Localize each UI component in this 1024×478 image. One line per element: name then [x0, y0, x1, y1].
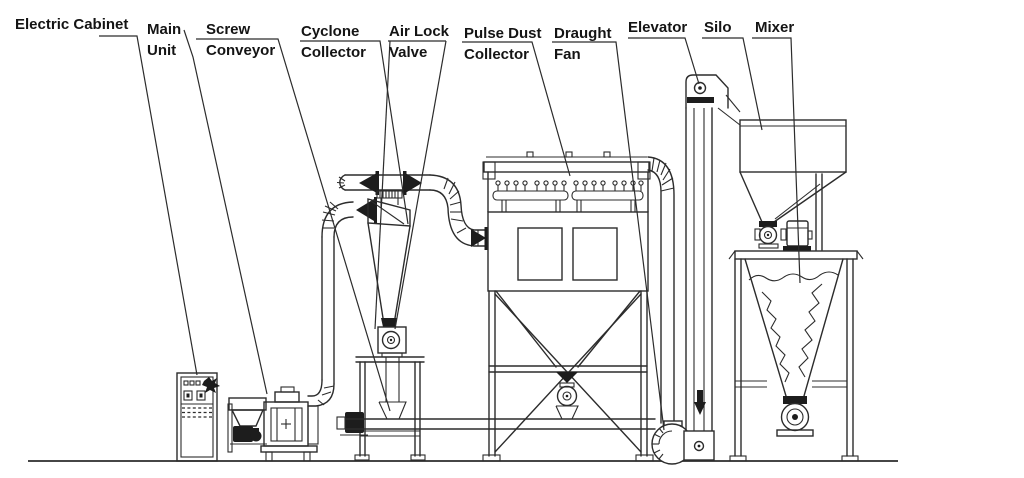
silo-drawing: [739, 119, 847, 251]
label-line: Electric Cabinet: [15, 16, 129, 33]
leader-screw-conveyor: [196, 38, 391, 412]
label-elevator: Elevator: [628, 17, 687, 38]
label-line: Silo: [704, 19, 732, 36]
mixing-screw: [798, 283, 823, 378]
screw-conveyor-motor: [345, 412, 364, 433]
leader-pulse-dust-collector: [462, 41, 571, 177]
cyclone-collector-drawing: [367, 198, 411, 327]
flow-arrow-icon: [471, 229, 486, 247]
label-air-lock-valve: Air Lock Valve: [389, 21, 449, 63]
leader-lines: [99, 29, 801, 431]
label-silo: Silo: [704, 17, 732, 38]
flow-arrow-icon: [359, 173, 376, 193]
cabinet-emblem: [202, 377, 220, 393]
leader-silo: [702, 37, 763, 131]
pulse-valves: [495, 180, 644, 192]
screw-conveyor-drawing: [336, 412, 656, 436]
leader-elevator: [628, 37, 700, 85]
leader-main-unit: [183, 29, 268, 395]
label-line: Air Lock: [389, 23, 450, 40]
flow-arrow-icon: [356, 199, 374, 221]
collector-door: [572, 227, 618, 281]
label-line: Main: [147, 21, 182, 38]
powder-level-line: [748, 271, 839, 282]
label-draught-fan: Draught Fan: [554, 23, 612, 65]
mixer-drawing: [728, 220, 864, 462]
label-main-unit: Main Unit: [147, 19, 181, 61]
duct-system: [307, 171, 488, 407]
leader-mixer: [752, 37, 801, 284]
label-line: Collector: [464, 46, 530, 63]
down-arrow-icon: [694, 402, 706, 415]
electric-cabinet-drawing: [176, 372, 220, 462]
elevator-drawing: [683, 74, 741, 461]
label-line: Mixer: [755, 19, 795, 36]
mixing-screw: [761, 291, 790, 383]
leader-cyclone-collector: [300, 40, 409, 225]
flow-arrow-icon: [406, 173, 422, 193]
label-pulse-dust-collector: Pulse Dust Collector: [464, 23, 542, 65]
label-electric-cabinet: Electric Cabinet: [15, 14, 128, 35]
leader-draught-fan: [552, 41, 665, 431]
main-unit-drawing: [227, 386, 319, 462]
leader-air-lock-valve: [394, 40, 447, 330]
label-line: Collector: [301, 44, 367, 61]
collector-door: [517, 227, 563, 281]
label-line: Fan: [554, 46, 581, 63]
pulse-dust-collector-drawing: [482, 151, 654, 462]
label-line: Pulse Dust: [464, 25, 542, 42]
label-screw-conveyor: Screw Conveyor: [206, 19, 275, 61]
leader-electric-cabinet: [99, 35, 198, 376]
label-mixer: Mixer: [755, 17, 794, 38]
label-line: Cyclone: [301, 23, 360, 40]
feeder-motor: [233, 426, 253, 442]
label-line: Draught: [554, 25, 612, 42]
label-line: Valve: [389, 44, 428, 61]
label-cyclone-collector: Cyclone Collector: [301, 21, 366, 63]
leader-air-lock-valve: [374, 40, 391, 330]
label-line: Elevator: [628, 19, 688, 36]
label-line: Unit: [147, 42, 177, 59]
label-line: Screw: [206, 21, 251, 38]
label-line: Conveyor: [206, 42, 276, 59]
air-lock-valve-drawing: [354, 326, 426, 461]
